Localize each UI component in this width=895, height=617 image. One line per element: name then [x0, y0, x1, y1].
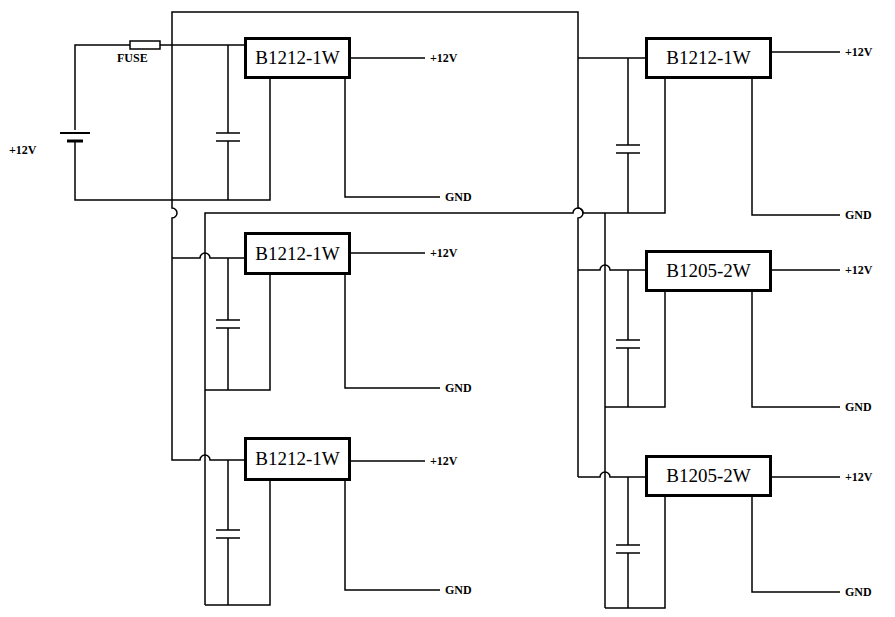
converter-box: B1212-1W: [244, 437, 351, 481]
terminal-label: +12V: [844, 470, 874, 484]
supply-label: +12V: [8, 143, 38, 157]
converter-box: B1205-2W: [645, 250, 772, 292]
ground-wire: [205, 275, 270, 390]
terminal-label: +12V: [844, 263, 874, 277]
converter-label: B1205-2W: [660, 260, 756, 282]
ground-wire: [605, 292, 665, 407]
terminal-label: GND: [444, 190, 473, 204]
terminal-label: GND: [844, 400, 873, 414]
ground-bus: [205, 78, 665, 605]
battery-plate: [60, 132, 90, 134]
capacitor-symbol: [216, 258, 240, 390]
converter-box: B1212-1W: [244, 37, 351, 79]
supply-wire: [578, 265, 645, 270]
capacitor-symbol: [216, 45, 240, 200]
fuse-wire: [160, 44, 247, 46]
terminal-label: +12V: [429, 454, 459, 468]
output-wire: [345, 58, 440, 197]
terminal-label: GND: [444, 381, 473, 395]
converter-label: B1205-2W: [660, 465, 756, 487]
capacitor-symbol: [216, 460, 240, 605]
supply-wire: [578, 57, 645, 59]
terminal-label: GND: [844, 585, 873, 599]
capacitor-symbol: [616, 477, 640, 608]
fuse-label: FUSE: [116, 51, 149, 65]
converter-box: B1212-1W: [244, 232, 351, 275]
converter-label: B1212-1W: [249, 47, 345, 69]
converter-label: B1212-1W: [249, 448, 345, 470]
converter-box: B1205-2W: [645, 455, 772, 497]
terminal-label: GND: [844, 208, 873, 222]
supply-wire: [578, 472, 645, 477]
terminal-label: GND: [444, 583, 473, 597]
supply-bus: [172, 45, 247, 460]
terminal-label: +12V: [429, 51, 459, 65]
fuse-symbol: [130, 41, 160, 49]
supply-bus: [172, 12, 583, 477]
ground-bus: [604, 213, 606, 608]
capacitor-symbol: [616, 58, 640, 213]
terminal-label: +12V: [429, 246, 459, 260]
supply-wire: [172, 253, 247, 258]
converter-box: B1212-1W: [645, 37, 772, 79]
output-wire: [345, 253, 440, 388]
ground-wire: [205, 481, 270, 605]
terminal-label: +12V: [844, 45, 874, 59]
converter-label: B1212-1W: [249, 243, 345, 265]
capacitor-symbol: [616, 270, 640, 407]
output-wire: [345, 461, 440, 590]
converter-label: B1212-1W: [660, 47, 756, 69]
